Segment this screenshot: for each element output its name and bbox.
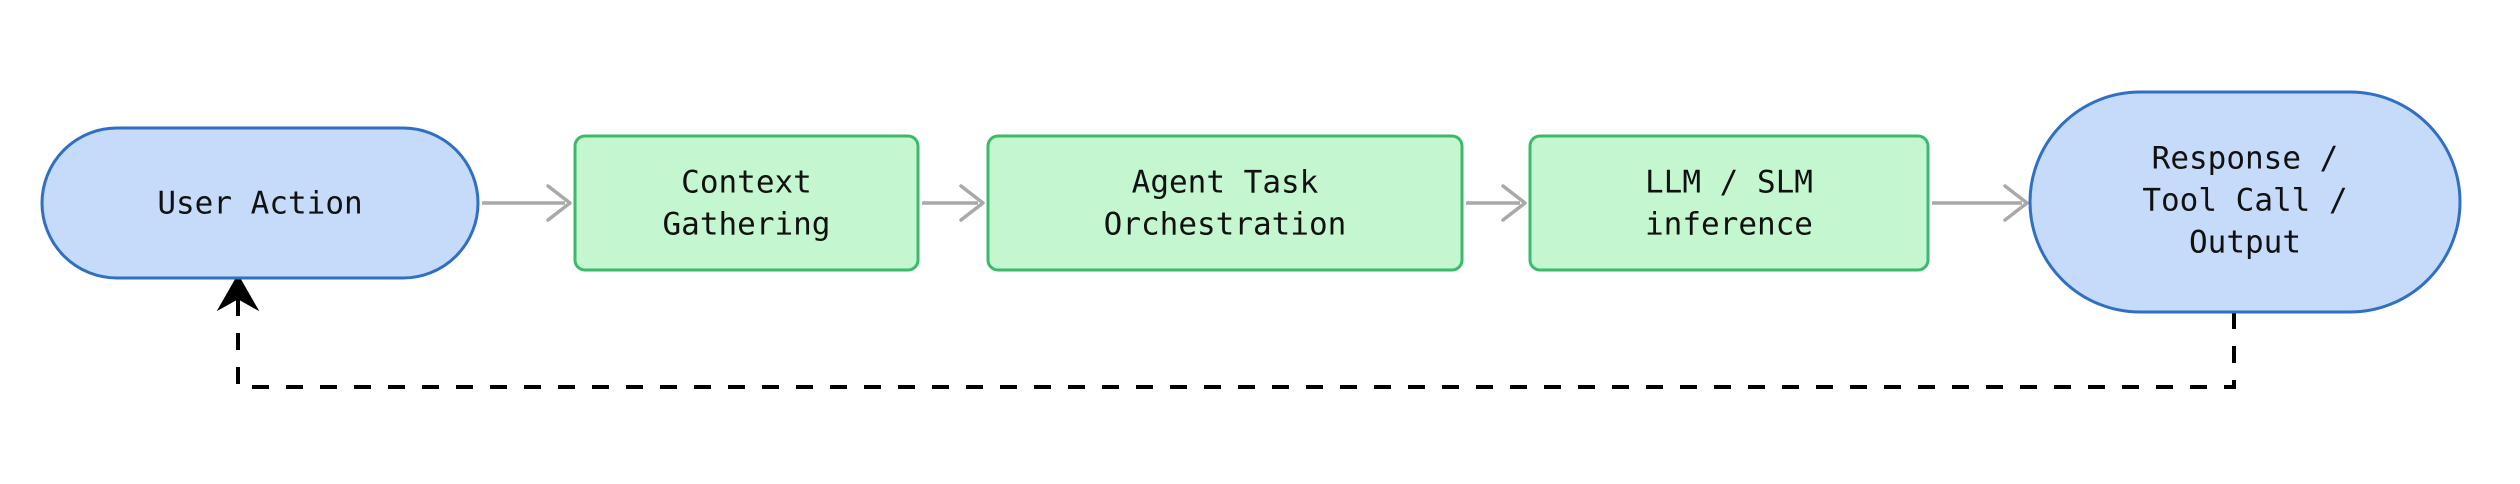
node-context-gathering-label-line1: Context xyxy=(681,165,812,201)
feedback-arrowhead-icon xyxy=(216,273,260,312)
node-user-action[interactable]: User Action xyxy=(40,126,480,280)
node-response-tool-call-output-label-line2: Tool Call / xyxy=(2142,183,2347,219)
arrowhead-icon-3 xyxy=(1501,184,1527,222)
edge-feedback-loop xyxy=(216,273,2236,389)
node-user-action-shape[interactable] xyxy=(40,126,480,280)
node-response-tool-call-output-shape[interactable] xyxy=(2028,90,2462,314)
node-llm-slm-inference[interactable]: LLM / SLM inference xyxy=(1528,134,1930,272)
node-context-gathering[interactable]: Context Gathering xyxy=(573,134,920,272)
arrowhead-icon-4 xyxy=(2003,184,2029,222)
node-agent-task-orchestration-shape[interactable] xyxy=(986,134,1464,272)
feedback-line xyxy=(236,295,2236,389)
node-agent-task-orchestration[interactable]: Agent Task Orchestration xyxy=(986,134,1464,272)
edge-user-action-to-context xyxy=(482,184,572,222)
edge-context-to-agent xyxy=(922,184,985,222)
node-response-tool-call-output-label-line1: Response / xyxy=(2152,141,2339,177)
arrowhead-icon-2 xyxy=(959,184,985,222)
node-context-gathering-label-line2: Gathering xyxy=(663,207,831,243)
node-response-tool-call-output[interactable]: Response / Tool Call / Output xyxy=(2028,90,2462,314)
node-llm-slm-inference-label-line1: LLM / SLM xyxy=(1645,165,1813,201)
node-llm-slm-inference-label-line2: inference xyxy=(1645,207,1813,243)
edge-llm-to-response xyxy=(1932,184,2029,222)
node-user-action-label: User Action xyxy=(157,186,362,222)
node-agent-task-orchestration-label-line2: Orchestration xyxy=(1104,207,1347,243)
node-context-gathering-shape[interactable] xyxy=(573,134,920,272)
node-response-tool-call-output-label-line3: Output xyxy=(2189,225,2301,261)
node-agent-task-orchestration-label-line1: Agent Task xyxy=(1132,165,1319,201)
node-llm-slm-inference-shape[interactable] xyxy=(1528,134,1930,272)
arrowhead-icon-1 xyxy=(546,184,572,222)
edge-agent-to-llm xyxy=(1466,184,1527,222)
